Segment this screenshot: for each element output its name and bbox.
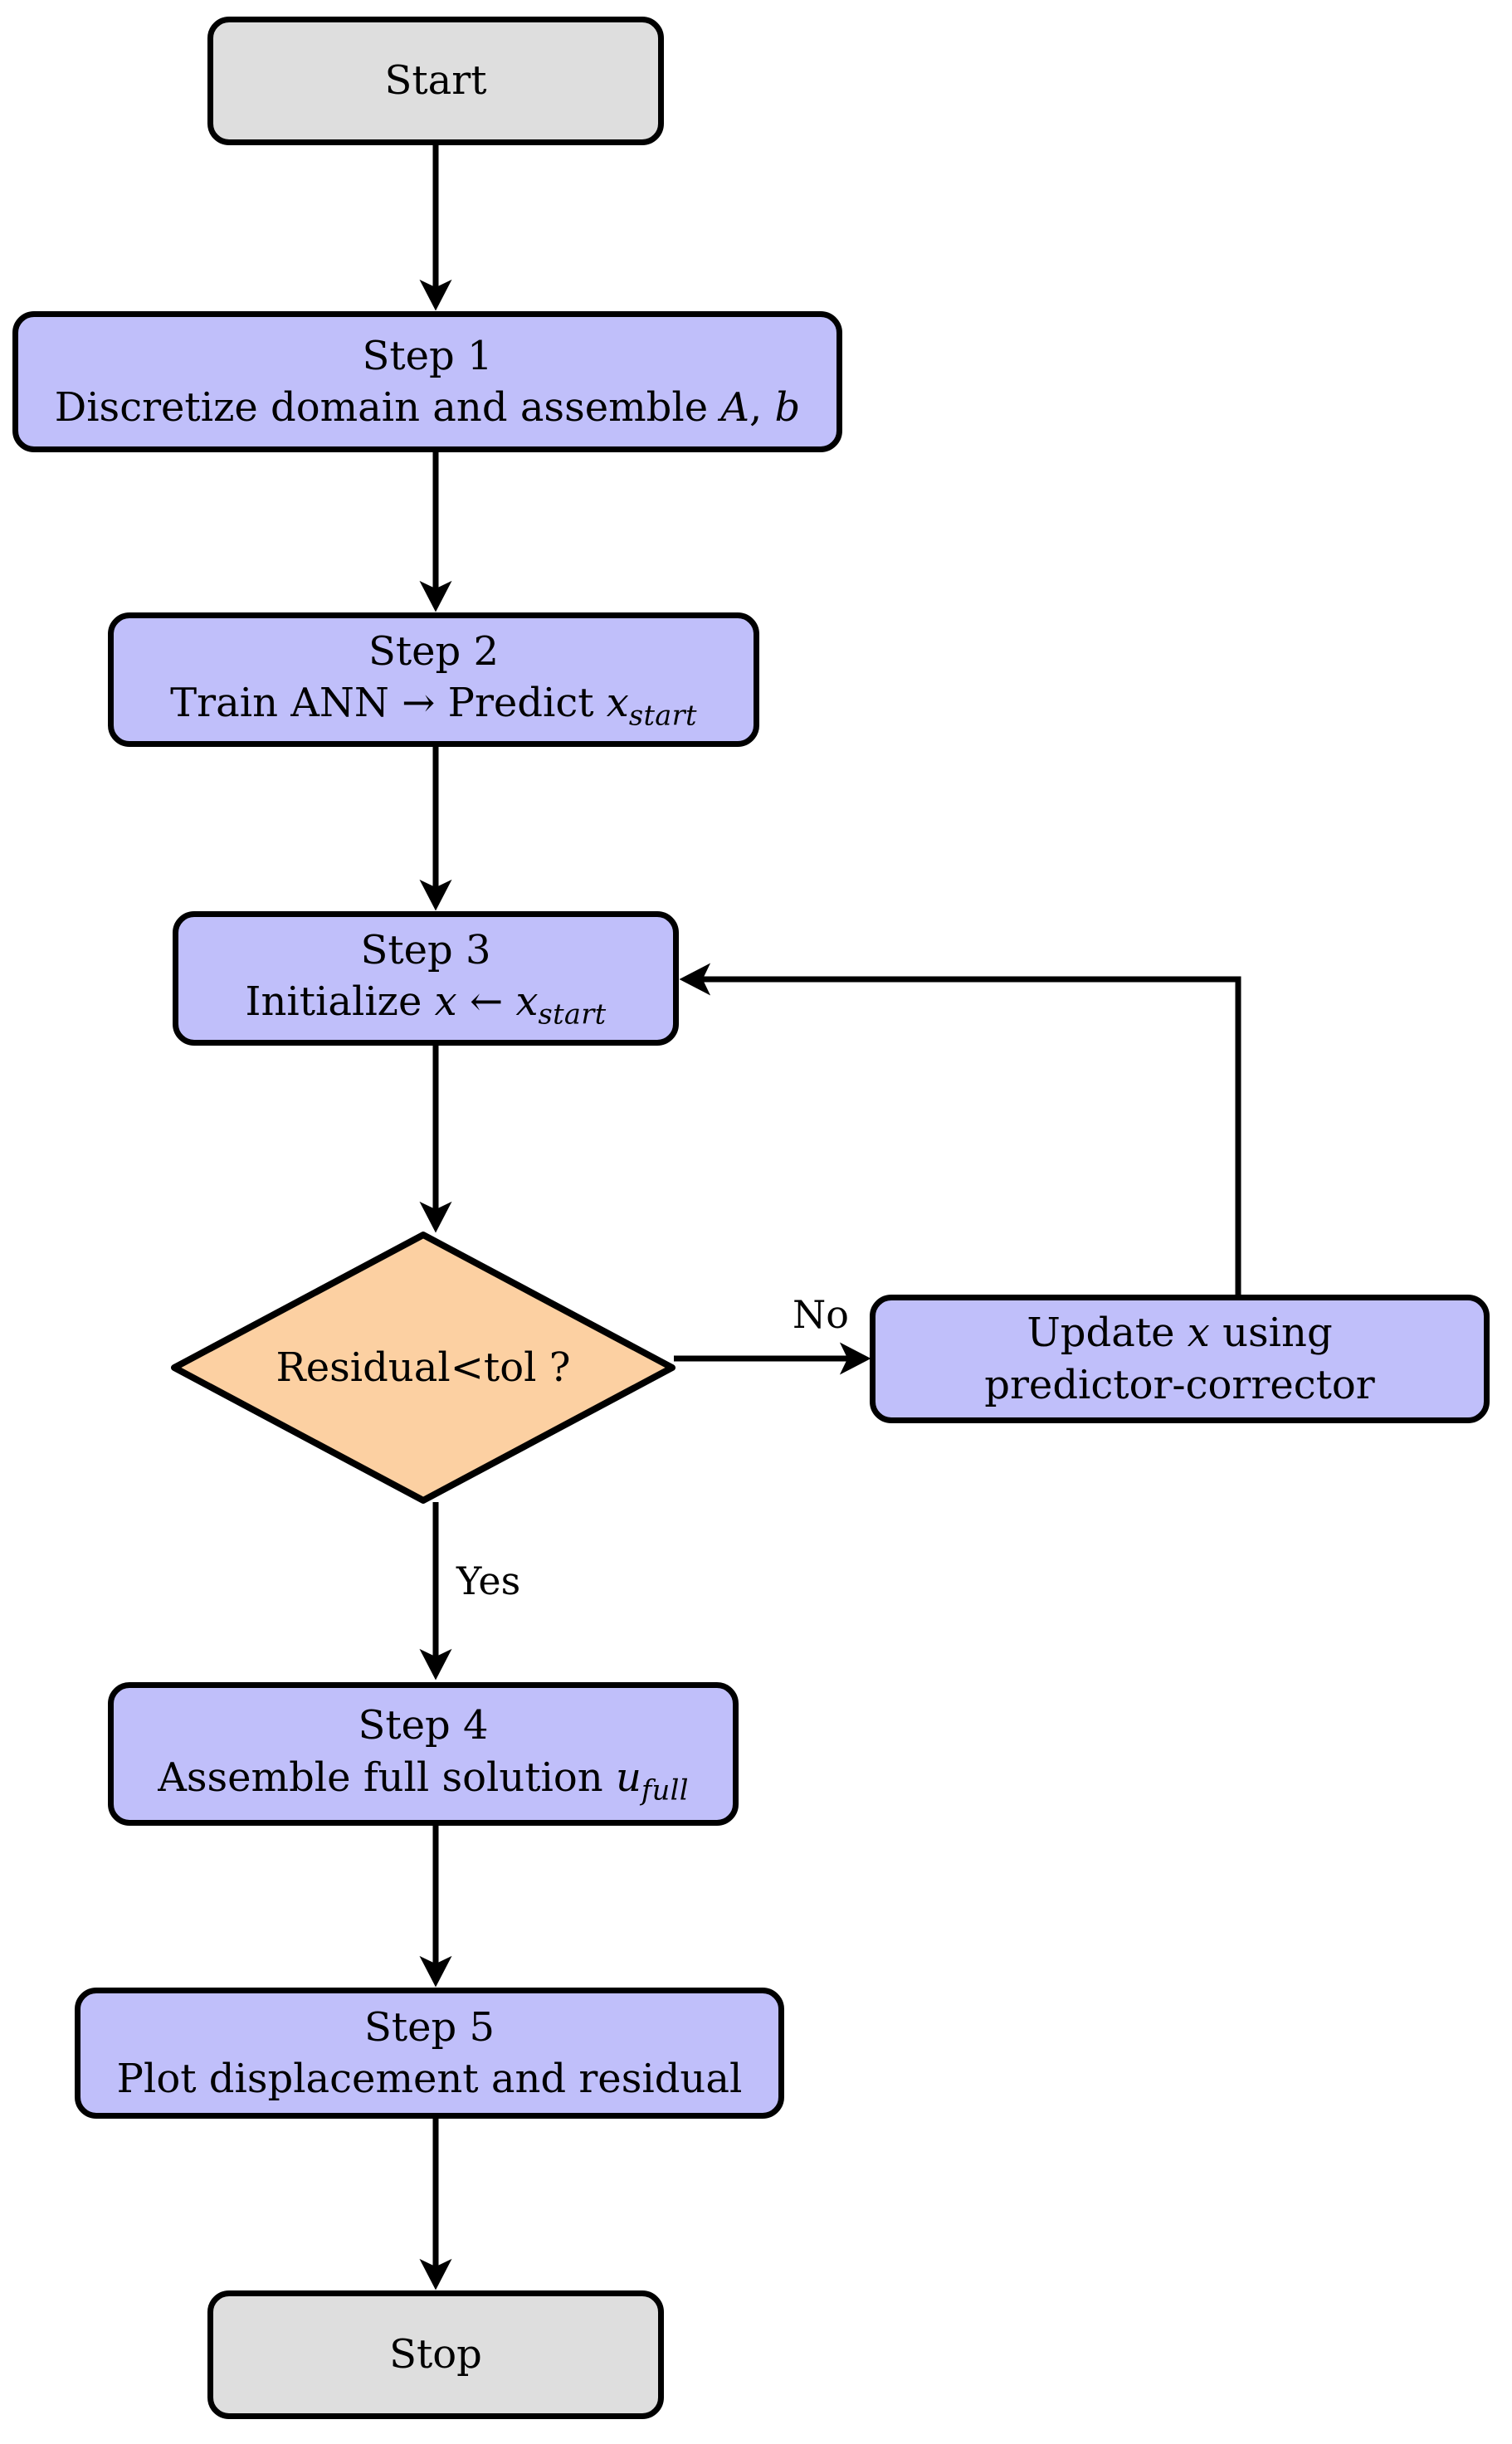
step-4-text-pre: Assemble full solution	[158, 1754, 616, 1801]
step-3-subscript-start: start	[538, 998, 607, 1031]
node-step-5-line2: Plot displacement and residual	[116, 2056, 743, 2102]
step-3-assign-arrow: ←	[456, 978, 516, 1026]
update-var-x: x	[1187, 1310, 1210, 1357]
update-text-post: using	[1209, 1310, 1333, 1357]
node-update-predictor-corrector[interactable]: Update x using predictor-corrector	[870, 1295, 1490, 1423]
edge-label-yes: Yes	[456, 1559, 521, 1603]
node-start-label: Start	[384, 57, 487, 105]
node-step-4-line2: Assemble full solution ufull	[158, 1752, 689, 1808]
node-stop[interactable]: Stop	[207, 2290, 664, 2419]
node-start[interactable]: Start	[207, 17, 664, 145]
step-2-subscript-start: start	[628, 699, 697, 732]
node-step-1-line2: Discretize domain and assemble A, b	[55, 382, 801, 433]
node-decision-residual[interactable]: Residual < tol ?	[170, 1231, 676, 1505]
node-step-4[interactable]: Step 4 Assemble full solution ufull	[108, 1682, 739, 1826]
step-1-separator: ,	[749, 384, 775, 431]
node-step-3-line1: Step 3	[360, 926, 491, 973]
step-1-var-A: A	[720, 384, 750, 431]
step-2-text-pre: Train ANN → Predict	[170, 680, 607, 727]
node-stop-label: Stop	[389, 2331, 482, 2378]
step-1-var-b: b	[774, 384, 801, 431]
node-step-5-line1: Step 5	[363, 2003, 495, 2051]
node-step-1-line1: Step 1	[362, 332, 493, 379]
step-4-subscript-full: full	[641, 1773, 689, 1807]
node-step-4-line1: Step 4	[358, 1702, 489, 1749]
node-update-line1: Update x using	[1027, 1307, 1332, 1359]
step-4-var-u: u	[615, 1754, 641, 1801]
step-2-var-x: x	[606, 680, 629, 727]
step-3-var-xstart: x	[515, 978, 539, 1026]
node-step-1[interactable]: Step 1 Discretize domain and assemble A,…	[12, 311, 842, 452]
step-1-text-pre: Discretize domain and assemble	[54, 384, 721, 431]
step-3-text-pre: Initialize	[245, 978, 435, 1026]
node-decision-label: Residual < tol ?	[170, 1231, 676, 1505]
decision-text-post: tol ?	[483, 1344, 571, 1391]
node-step-2-line1: Step 2	[368, 627, 500, 675]
node-step-2[interactable]: Step 2 Train ANN → Predict xstart	[108, 612, 759, 747]
node-step-5[interactable]: Step 5 Plot displacement and residual	[75, 1988, 784, 2119]
update-text-pre: Update	[1027, 1310, 1188, 1357]
decision-operator: <	[450, 1344, 484, 1391]
node-step-3-line2: Initialize x ← xstart	[245, 976, 606, 1032]
decision-diamond-shape	[171, 1232, 676, 1504]
decision-text-pre: Residual	[276, 1344, 451, 1391]
edge-label-no: No	[793, 1292, 849, 1337]
node-step-3[interactable]: Step 3 Initialize x ← xstart	[173, 911, 679, 1046]
node-update-line2: predictor-corrector	[984, 1361, 1375, 1408]
edge-update-to-step3-feedback	[679, 963, 1241, 1295]
node-step-2-line2: Train ANN → Predict xstart	[170, 677, 697, 734]
step-3-var-x: x	[434, 978, 457, 1026]
